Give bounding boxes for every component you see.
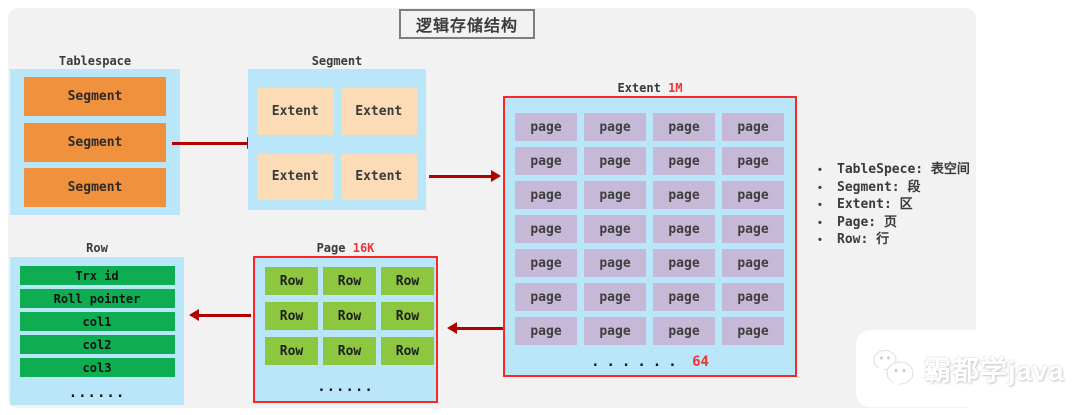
row-cell: Row [323, 267, 376, 295]
page-title: Page 16K [253, 241, 438, 255]
page-cell: page [653, 249, 715, 277]
arrow-page-to-row [189, 309, 251, 321]
page-cell: page [722, 113, 784, 141]
page-cell: page [584, 113, 646, 141]
page-cell: page [584, 215, 646, 243]
segment-box: Segment [24, 122, 166, 162]
row-cell: Row [265, 302, 318, 330]
page-cell: page [653, 181, 715, 209]
page-cell: page [515, 215, 577, 243]
row-cell: Row [323, 302, 376, 330]
legend-item-text: Extent: 区 [837, 197, 913, 212]
page-cell: page [722, 317, 784, 345]
page-cell: page [515, 181, 577, 209]
page-cell: page [722, 249, 784, 277]
row-field: col1 [19, 312, 175, 331]
page-ellipsis: ...... [317, 379, 374, 395]
legend-item-text: TableSpece: 表空间 [837, 162, 970, 177]
page-cell: page [722, 147, 784, 175]
extent-box: Extent [257, 153, 334, 200]
page-cell: page [722, 181, 784, 209]
bullet-icon: • [818, 181, 822, 194]
bullet-icon: • [818, 199, 822, 211]
extent-box: Extent [340, 153, 417, 200]
page-cell: page [722, 215, 784, 243]
row-field: col3 [19, 358, 175, 377]
row-title: Row [86, 241, 108, 255]
page-cell: page [653, 215, 715, 243]
bullet-icon: • [818, 216, 822, 229]
row-cell: Row [265, 267, 318, 295]
legend-item-text: Row: 行 [837, 232, 890, 247]
legend-item-text: Page: 页 [837, 214, 897, 230]
segment-label: Segment [311, 54, 363, 68]
page-cell: page [653, 113, 715, 141]
page-cell: page [584, 249, 646, 277]
segment-box: Segment [24, 77, 166, 116]
legend: • TableSpece: 表空间 • Segment: 段 • Extent:… [818, 161, 970, 249]
legend-item: • Extent: 区 [818, 196, 970, 214]
page-cell: page [515, 147, 577, 175]
extent-title: Extent 1M [503, 81, 797, 95]
row-ellipsis: ...... [68, 385, 126, 401]
page-cell: page [584, 181, 646, 209]
row-field: col2 [19, 335, 175, 354]
legend-item: • Row: 行 [818, 231, 970, 249]
extent-title-text: Extent [617, 81, 661, 95]
row-cell: Row [323, 337, 376, 365]
row-cell: Row [381, 302, 434, 330]
page-cell: page [653, 147, 715, 175]
row-cell: Row [381, 337, 434, 365]
extent-box: Extent [340, 88, 417, 135]
row-field: Roll pointer [19, 289, 175, 308]
extent-ellipsis: ...... [591, 354, 684, 370]
bullet-icon: • [818, 164, 822, 176]
watermark: 霸都学java [856, 330, 1080, 407]
wechat-icon [873, 349, 914, 388]
segment-box: Segment [24, 168, 166, 207]
page-cell: page [722, 283, 784, 311]
extent-ellipsis-row: ...... 64 [505, 354, 795, 370]
legend-item: • Page: 页 [818, 214, 970, 232]
page-cell: page [515, 283, 577, 311]
page-cell: page [653, 317, 715, 345]
arrow-segment-to-extent [429, 170, 501, 182]
page-title-text: Page [316, 241, 346, 255]
arrow-tablespace-to-segment [172, 137, 257, 149]
row-container: Trx id Roll pointer col1 col2 col3 ...... [10, 257, 184, 405]
page-cell: page [584, 147, 646, 175]
tablespace-label: Tablespace [58, 54, 132, 68]
page-cell: page [515, 249, 577, 277]
row-field: Trx id [19, 266, 175, 285]
page-cell: page [653, 283, 715, 311]
legend-item: • Segment: 段 [818, 179, 970, 197]
row-fields: Trx id Roll pointer col1 col2 col3 [19, 266, 175, 381]
diagram-title: 逻辑存储结构 [415, 18, 518, 35]
page-cell: page [515, 317, 577, 345]
legend-item-text: Segment: 段 [837, 179, 921, 195]
diagram-title-box: 逻辑存储结构 [399, 9, 535, 39]
extent-size-label: 1M [668, 81, 683, 95]
row-cell: Row [381, 267, 434, 295]
watermark-text: 霸都学java [924, 356, 1065, 386]
page-cell: page [515, 113, 577, 141]
legend-item: • TableSpece: 表空间 [818, 161, 970, 179]
page-cell: page [584, 317, 646, 345]
extent-total-label: 64 [692, 354, 709, 370]
page-cell: page [584, 283, 646, 311]
arrow-extent-to-page [447, 322, 503, 334]
page-size-label: 16K [352, 241, 375, 255]
row-cell: Row [265, 337, 318, 365]
bullet-icon: • [818, 234, 822, 246]
extent-box: Extent [257, 88, 334, 135]
